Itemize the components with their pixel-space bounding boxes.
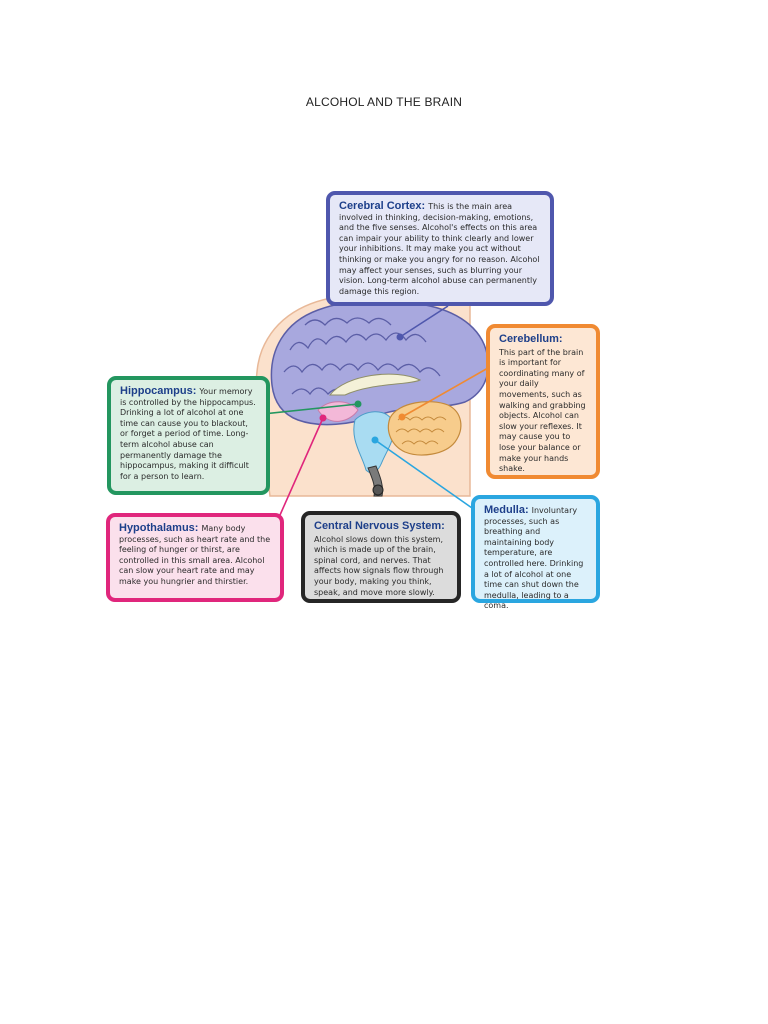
central-nervous-system-heading: Central Nervous System:: [314, 520, 445, 532]
page-title: ALCOHOL AND THE BRAIN: [305, 95, 463, 109]
cerebellum-callout: Cerebellum: This part of the brain is imp…: [486, 324, 600, 479]
medulla-heading: Medulla:: [484, 504, 529, 516]
cerebral-cortex-text: This is the main area involved in thinki…: [339, 202, 540, 296]
cerebral-cortex-heading: Cerebral Cortex:: [339, 200, 426, 212]
hippocampus-heading: Hippocampus:: [120, 385, 197, 397]
medulla-pointer: [374, 439, 473, 509]
cerebellum-shape: [387, 401, 462, 456]
cerebellum-folds: [395, 416, 447, 445]
corpus-callosum: [328, 373, 422, 396]
medulla-callout: Medulla:Involuntary processes, such as b…: [471, 495, 600, 610]
hippocampus-text: Your memory is controlled by the hippoca…: [120, 387, 256, 481]
hypothalamus-text: Many body processes, such as heart rate …: [119, 524, 271, 586]
hippocampus-callout: Hippocampus:Your memory is controlled by…: [107, 376, 270, 495]
central-nervous-system-callout: Central Nervous System: Alcohol slows dow…: [301, 511, 461, 603]
hypothalamus-heading: Hypothalamus:: [119, 522, 199, 534]
cortex-pointer: [399, 305, 449, 338]
cerebellum-text: This part of the brain is important for …: [499, 347, 586, 474]
medulla-text: Involuntary processes, such as breathing…: [484, 506, 584, 611]
hypothalamus-callout: Hypothalamus:Many body processes, such a…: [106, 513, 284, 602]
cerebral-cortex-callout: Cerebral Cortex:This is the main area in…: [326, 191, 554, 306]
cerebellum-pointer: [401, 367, 489, 418]
spinal-cord-end: [372, 484, 384, 496]
central-nervous-system-text: Alcohol slows down this system, which is…: [314, 534, 444, 597]
hypothalamus-pointer: [279, 417, 324, 516]
cerebellum-heading: Cerebellum:: [499, 333, 563, 345]
